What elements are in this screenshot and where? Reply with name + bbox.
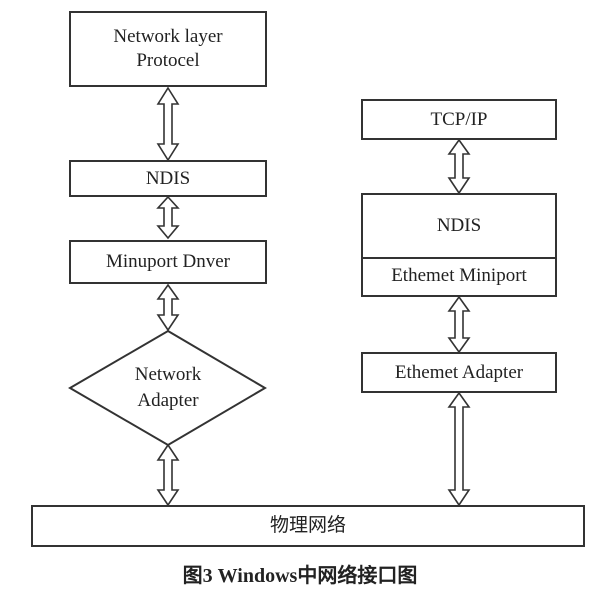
- network-layer-protocol-label: Network layer Protocel: [113, 26, 223, 71]
- left-ndis-label: NDIS: [145, 167, 191, 189]
- figure-caption: 图3 Windows中网络接口图: [182, 565, 418, 587]
- network-adapter-diamond: [68, 329, 267, 447]
- physical-network-label: 物理网络: [269, 515, 346, 537]
- ethernet-miniport-label: Ethemet Miniport: [391, 265, 527, 287]
- arrow-ethernet-adapter-physical: [447, 391, 471, 507]
- arrow-network-layer-ndis: [156, 86, 180, 162]
- miniport-driver-label: Minuport Dnver: [105, 251, 230, 273]
- right-ndis-ethernet-miniport-box: NDIS Ethemet Miniport: [361, 193, 557, 297]
- ethernet-adapter-label: Ethemet Adapter: [394, 361, 524, 383]
- miniport-driver-box: Minuport Dnver: [69, 240, 267, 284]
- tcpip-box: TCP/IP: [361, 99, 557, 140]
- ndis-miniport-divider: [363, 257, 555, 259]
- arrow-tcpip-ndis: [447, 138, 471, 195]
- arrow-ndis-miniport: [156, 195, 180, 240]
- network-adapter-label: Network Adapter: [134, 364, 202, 411]
- arrow-adapter-physical-left: [156, 443, 180, 507]
- left-ndis-box: NDIS: [69, 160, 267, 197]
- physical-network-box: 物理网络: [31, 505, 585, 547]
- arrow-miniport-adapter: [156, 283, 180, 332]
- network-layer-protocol-box: Network layer Protocel: [69, 11, 267, 87]
- right-ndis-label: NDIS: [436, 215, 482, 237]
- arrow-miniport-ethernet-adapter: [447, 295, 471, 354]
- tcpip-label: TCP/IP: [430, 108, 488, 130]
- ethernet-adapter-box: Ethemet Adapter: [361, 352, 557, 393]
